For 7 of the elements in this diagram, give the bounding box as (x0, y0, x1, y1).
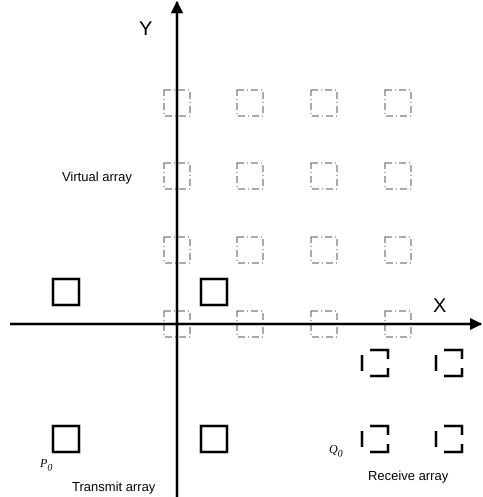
array-label: Virtual array (62, 170, 132, 183)
point-label: Q$_{0}$ (329, 443, 343, 460)
point-label: P$_{0}$ (40, 457, 52, 474)
axis-label: X (433, 296, 446, 316)
array-label: Receive array (368, 469, 448, 482)
axis-label: Y (139, 19, 152, 39)
array-label: Transmit array (72, 480, 156, 493)
